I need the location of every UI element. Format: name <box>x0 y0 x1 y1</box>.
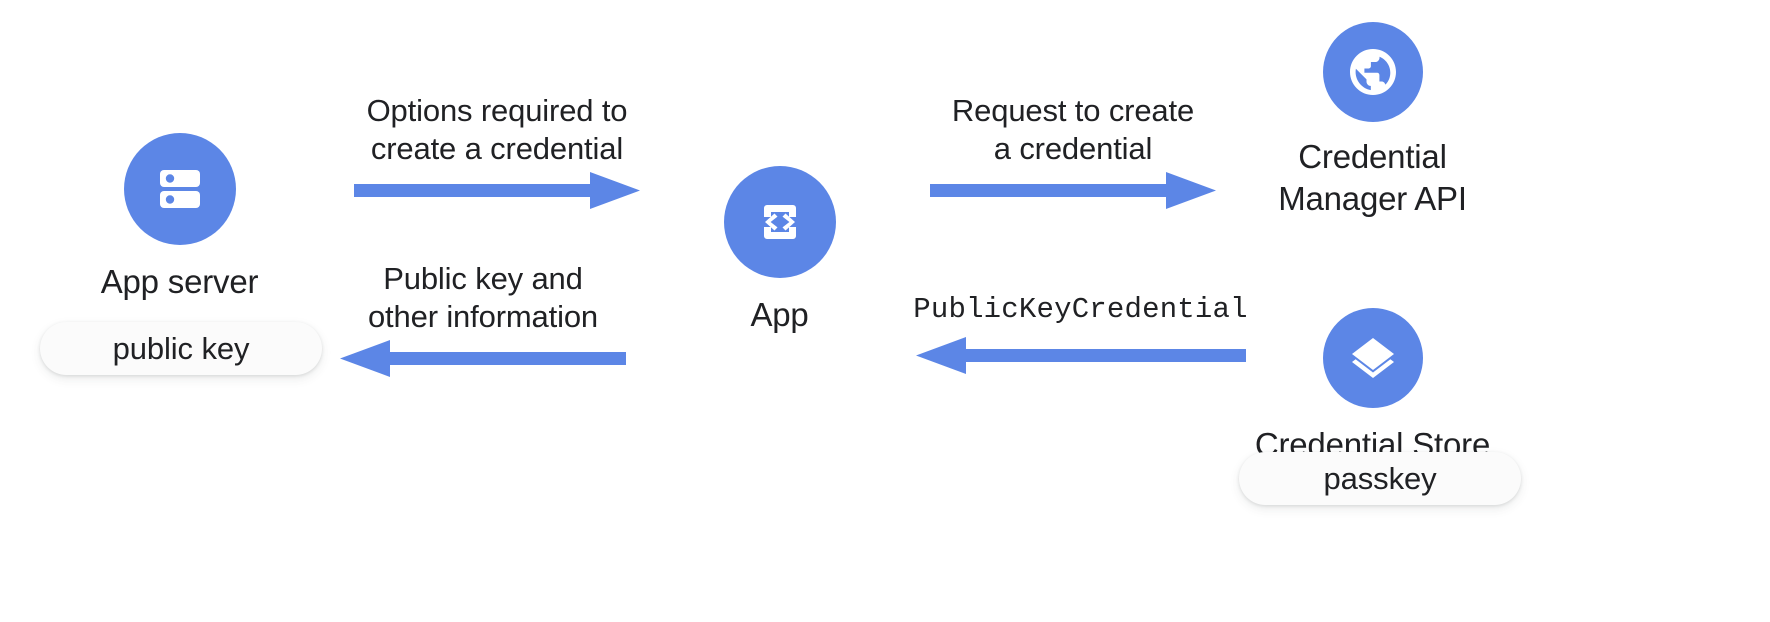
chip-public-key: public key <box>40 322 322 375</box>
flow-request-to-create-caption: Request to create a credential <box>951 93 1195 166</box>
arrow-right-icon <box>930 172 1216 209</box>
flow-public-key-credential: PublicKeyCredential <box>908 291 1253 379</box>
app-code-phone-icon <box>723 166 836 278</box>
node-credential-manager-api: Credential Manager API <box>1215 22 1530 220</box>
layers-icon <box>1322 308 1423 408</box>
node-credential-store: Credential Store <box>1220 308 1525 466</box>
flow-options-required: Options required to create a credential <box>352 92 642 214</box>
node-app-server-label: App server <box>100 263 259 300</box>
flow-public-key-credential-caption: PublicKeyCredential <box>913 293 1248 326</box>
node-credential-manager-api-label: Credential Manager API <box>1278 138 1467 217</box>
flow-request-to-create: Request to create a credential <box>928 92 1218 214</box>
arrow-right-icon <box>354 172 640 209</box>
chip-public-key-text: public key <box>112 330 250 366</box>
arrow-left-icon <box>340 340 626 377</box>
server-icon <box>123 133 236 245</box>
arrow-left-icon <box>915 337 1246 374</box>
globe-icon <box>1322 22 1423 122</box>
chip-passkey: passkey <box>1239 452 1521 505</box>
node-app-label: App <box>750 296 809 333</box>
node-app: App <box>672 166 887 336</box>
chip-passkey-text: passkey <box>1323 460 1437 496</box>
node-app-server: App server <box>22 133 337 303</box>
flow-public-key-and-other-information: Public key and other information <box>338 260 628 382</box>
flow-public-key-and-other-information-caption: Public key and other information <box>367 261 599 334</box>
flow-options-required-caption: Options required to create a credential <box>366 93 628 166</box>
